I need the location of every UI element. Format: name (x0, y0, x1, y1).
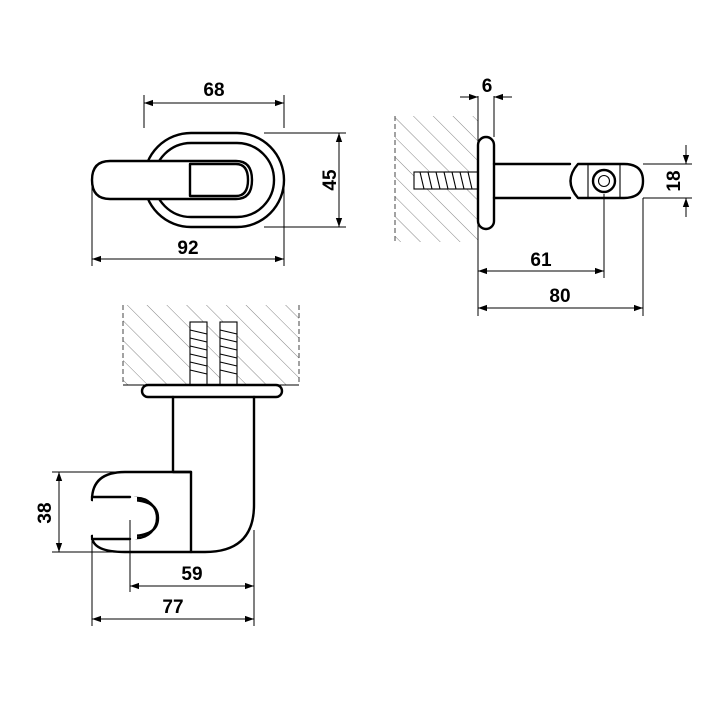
dim-label-61: 61 (530, 250, 552, 271)
dim-label-18: 18 (664, 170, 685, 191)
dim-label-45: 45 (320, 169, 341, 191)
wall-hatch-front (123, 305, 299, 385)
front-flange (140, 383, 284, 399)
lever-cap (188, 162, 250, 198)
front-view: 38 59 77 (35, 305, 300, 626)
top-view: 68 92 45 (90, 80, 346, 266)
dim-label-6: 6 (482, 76, 493, 97)
lever-body (90, 159, 254, 201)
dim-label-38: 38 (35, 502, 56, 523)
wall-flange (476, 135, 496, 231)
side-view: 6 18 61 80 (394, 76, 692, 316)
front-arm (171, 395, 256, 554)
dim-label-92: 92 (177, 238, 198, 259)
dim-label-77: 77 (162, 597, 183, 618)
dim-label-80: 80 (549, 286, 570, 307)
dim-label-68: 68 (203, 80, 224, 101)
pivot-inner (597, 174, 611, 188)
holder-head (569, 162, 645, 200)
dim-label-59: 59 (181, 564, 202, 585)
pivot-outer (591, 168, 617, 194)
